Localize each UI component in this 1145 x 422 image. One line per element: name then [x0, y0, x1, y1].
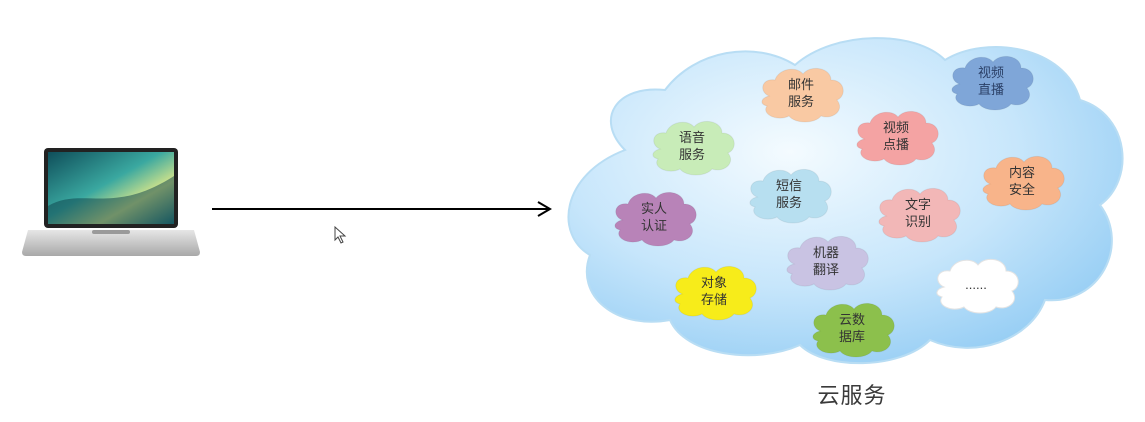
- service-mail: 邮件 服务: [755, 62, 847, 124]
- ocr-bubble-shape: [878, 187, 961, 243]
- mail-bubble-shape: [761, 67, 844, 123]
- mt-bubble-shape: [786, 235, 869, 291]
- db-label: 云数 据库: [838, 312, 865, 344]
- service-machine-translation: 机器 翻译: [780, 230, 872, 292]
- service-video-on-demand: 视频 点播: [850, 105, 942, 167]
- sms-bubble-shape: [749, 168, 832, 224]
- storage-bubble-shape: [674, 265, 757, 321]
- mouse-cursor-icon: [334, 226, 347, 244]
- storage-label: 对象 存储: [700, 275, 727, 307]
- content-label: 内容 安全: [1008, 165, 1035, 197]
- realname-bubble-shape: [614, 191, 697, 247]
- voice-bubble-shape: [652, 120, 735, 176]
- service-live-streaming: 视频 直播: [945, 50, 1037, 112]
- realname-label: 实人 认证: [640, 201, 667, 233]
- vod-bubble-shape: [856, 110, 939, 166]
- mail-label: 邮件 服务: [787, 77, 814, 109]
- mt-label: 机器 翻译: [812, 245, 839, 277]
- service-object-storage: 对象 存储: [668, 260, 760, 322]
- service-realname-auth: 实人 认证: [608, 186, 700, 248]
- service-sms: 短信 服务: [743, 163, 835, 225]
- connection-arrow: [212, 201, 552, 217]
- service-ocr: 文字 识别: [872, 182, 964, 244]
- more-bubble-shape: [936, 258, 1019, 314]
- service-more: ......: [930, 253, 1022, 315]
- ocr-label: 文字 识别: [904, 197, 931, 229]
- service-cloud-database: 云数 据库: [806, 297, 898, 359]
- service-voice: 语音 服务: [646, 115, 738, 177]
- vod-label: 视频 点播: [882, 120, 909, 152]
- live-bubble-shape: [951, 55, 1034, 111]
- live-label: 视频 直播: [977, 65, 1004, 97]
- sms-label: 短信 服务: [775, 178, 802, 210]
- voice-label: 语音 服务: [678, 130, 705, 162]
- laptop-icon: [22, 148, 200, 256]
- content-bubble-shape: [982, 155, 1065, 211]
- db-bubble-shape: [812, 302, 895, 358]
- more-label: ......: [965, 276, 987, 292]
- service-content-security: 内容 安全: [976, 150, 1068, 212]
- cloud-caption: 云服务: [817, 383, 887, 408]
